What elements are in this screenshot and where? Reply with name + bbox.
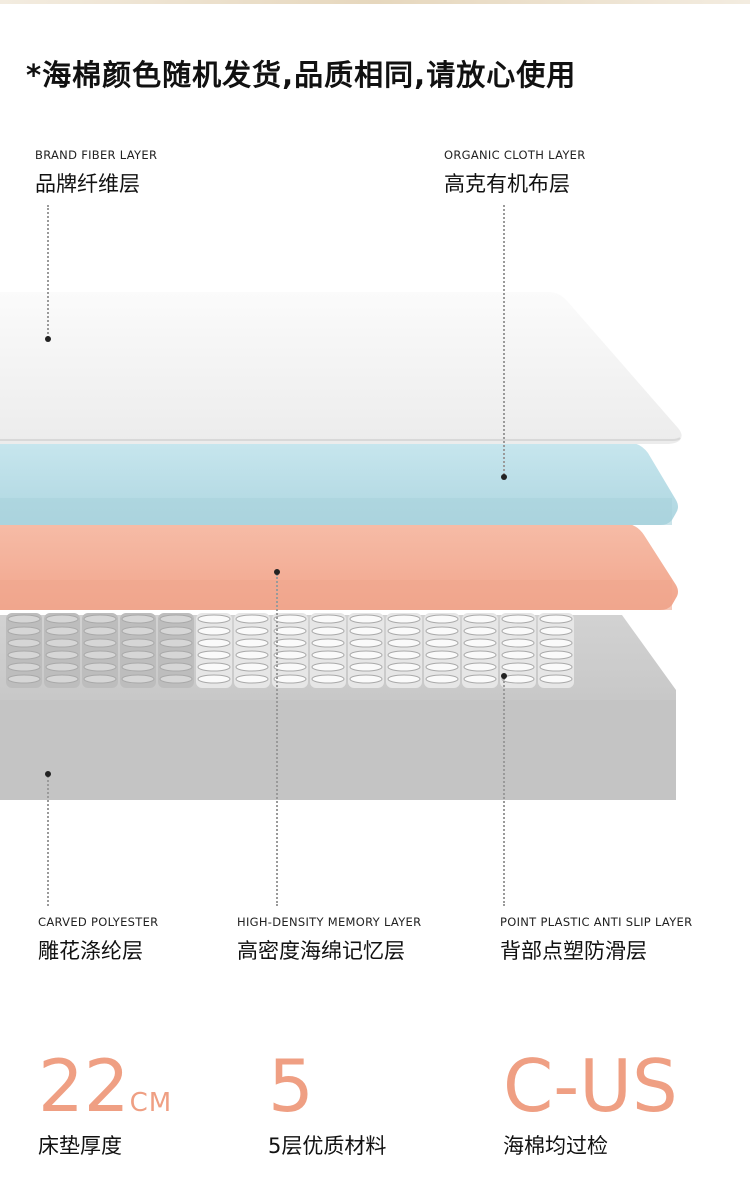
stat-certification-caption: 海棉均过检 [503,1134,608,1158]
color-notice: *海棉颜色随机发货,品质相同,请放心使用 [26,58,577,92]
spring-coil [310,613,346,688]
label-memory-layer-en: HIGH-DENSITY MEMORY LAYER [237,915,422,929]
label-carved-polyester-en: CARVED POLYESTER [38,915,159,929]
spring-coil [462,613,498,688]
stat-thickness-value: 22 [38,1044,130,1128]
dot-brand-fiber [45,336,51,342]
spring-coil [500,613,536,688]
leader-anti-slip [503,678,505,906]
stat-thickness-caption: 床垫厚度 [38,1134,122,1158]
brand-fiber-layer [0,292,682,444]
dot-memory-layer [274,569,280,575]
organic-cloth-layer [0,442,678,525]
label-anti-slip-cn: 背部点塑防滑层 [500,939,647,963]
label-brand-fiber-cn: 品牌纤维层 [35,172,140,196]
mattress-layers-illustration [0,292,682,800]
spring-coil [272,613,308,688]
spring-coil [120,613,156,688]
label-carved-polyester-cn: 雕花涤纶层 [38,939,143,963]
label-brand-fiber-en: BRAND FIBER LAYER [35,148,158,162]
spring-coil [44,613,80,688]
leader-brand-fiber [47,205,49,338]
leader-organic-cloth [503,205,505,475]
top-decor-band [0,0,750,4]
label-carved-polyester: CARVED POLYESTER 雕花涤纶层 [38,915,158,965]
stat-certification: C-US 海棉均过检 [503,1050,678,1160]
stat-layers-caption: 5层优质材料 [268,1134,387,1158]
label-organic-cloth-cn: 高克有机布层 [444,172,570,196]
label-organic-cloth: ORGANIC CLOTH LAYER 高克有机布层 [444,148,586,198]
stat-thickness: 22CM 床垫厚度 [38,1050,172,1160]
spring-coil-layer [6,613,574,688]
leader-memory-layer [276,574,278,906]
dot-carved-polyester [45,771,51,777]
stat-layers-value: 5 [268,1044,314,1128]
spring-coil [234,613,270,688]
stat-certification-value: C-US [503,1044,678,1128]
dot-anti-slip [501,673,507,679]
label-brand-fiber: BRAND FIBER LAYER 品牌纤维层 [35,148,157,198]
label-anti-slip: POINT PLASTIC ANTI SLIP LAYER 背部点塑防滑层 [500,915,692,965]
label-memory-layer-cn: 高密度海绵记忆层 [237,939,405,963]
stat-layers: 5 5层优质材料 [268,1050,386,1160]
spring-coil [6,613,42,688]
spring-coil [196,613,232,688]
stat-thickness-unit: CM [129,1088,173,1118]
memory-foam-layer [0,523,678,610]
label-organic-cloth-en: ORGANIC CLOTH LAYER [444,148,586,162]
spring-coil [538,613,574,688]
spring-coil [386,613,422,688]
leader-carved-polyester [47,776,49,906]
spring-coil [348,613,384,688]
label-memory-layer: HIGH-DENSITY MEMORY LAYER 高密度海绵记忆层 [237,915,421,965]
label-anti-slip-en: POINT PLASTIC ANTI SLIP LAYER [500,915,693,929]
spring-coil [424,613,460,688]
dot-organic-cloth [501,474,507,480]
spring-coil [158,613,194,688]
spring-coil [82,613,118,688]
